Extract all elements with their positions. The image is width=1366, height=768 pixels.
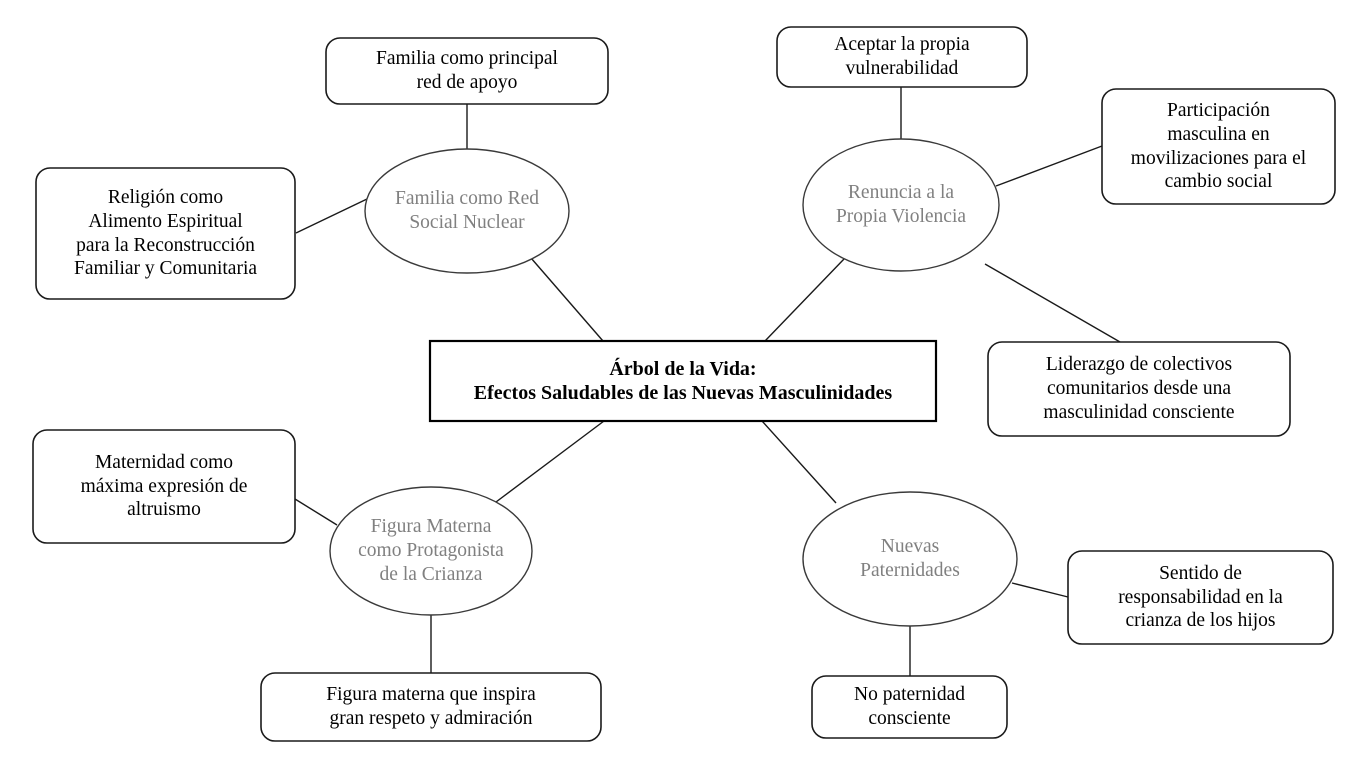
- edge-group: [294, 87, 1121, 676]
- edge-renuncia-to-participacion: [995, 145, 1103, 187]
- leaf-box-religion[interactable]: [35, 167, 296, 300]
- branch-ellipse-nuevas-paternidades[interactable]: [802, 491, 1018, 627]
- center-shape-group: [428, 339, 938, 423]
- center-node-box[interactable]: [428, 339, 938, 423]
- edge-center-to-figura-materna: [491, 420, 605, 506]
- edge-familia-to-religion: [295, 198, 368, 234]
- leaf-box-familia-apoyo[interactable]: [325, 37, 609, 105]
- branch-ellipse-figura-materna[interactable]: [329, 486, 533, 616]
- leaf-box-no-paternidad[interactable]: [811, 675, 1008, 739]
- leaf-shape-group: [32, 26, 1336, 742]
- leaf-box-responsabilidad[interactable]: [1067, 550, 1334, 645]
- edge-materna-to-maternidad: [294, 498, 338, 526]
- leaf-box-participacion[interactable]: [1101, 88, 1336, 205]
- edge-renuncia-to-liderazgo: [984, 263, 1121, 343]
- edge-center-to-renuncia: [764, 258, 845, 342]
- branch-ellipse-familia[interactable]: [364, 148, 570, 274]
- branch-shape-group: [329, 138, 1018, 627]
- leaf-box-figura-respeto[interactable]: [260, 672, 602, 742]
- leaf-box-liderazgo[interactable]: [987, 341, 1291, 437]
- leaf-box-vulnerabilidad[interactable]: [776, 26, 1028, 88]
- edge-paternidades-to-responsabilidad: [1011, 582, 1069, 598]
- leaf-box-maternidad[interactable]: [32, 429, 296, 544]
- edge-center-to-paternidades: [761, 420, 837, 504]
- branch-ellipse-renuncia-violencia[interactable]: [802, 138, 1000, 272]
- edge-center-to-familia: [530, 257, 604, 342]
